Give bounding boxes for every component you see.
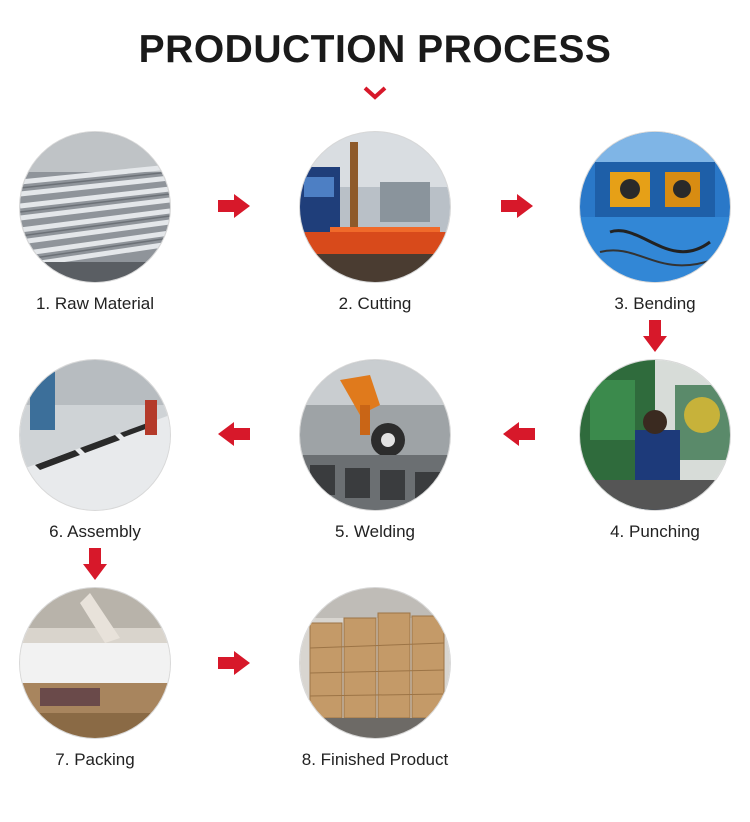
step-label: 5. Welding [334,522,415,541]
page-title: PRODUCTION PROCESS [138,28,612,71]
raw-material-photo [20,132,170,282]
arrow-right-icon [501,194,533,218]
arrow-right-icon [218,651,250,675]
step-label: 6. Assembly [49,522,141,541]
finished-product-photo [300,588,450,738]
arrow-right-icon [218,194,250,218]
step-label: 3. Bending [614,294,696,313]
welding-photo [300,360,450,510]
cutting-photo [300,132,450,282]
bending-photo [580,132,730,282]
arrow-left-icon [503,422,535,446]
step-label: 7. Packing [55,750,135,769]
arrow-left-icon [218,422,250,446]
punching-photo [580,360,730,510]
arrow-down-icon [83,548,107,580]
step-label: 8. Finished Product [301,750,449,769]
chevron-down-icon [363,86,387,100]
assembly-photo [20,360,170,510]
packing-photo [20,588,170,738]
arrow-down-icon [643,320,667,352]
step-label: 4. Punching [610,522,700,541]
step-label: 2. Cutting [338,294,412,313]
step-label: 1. Raw Material [35,294,155,313]
